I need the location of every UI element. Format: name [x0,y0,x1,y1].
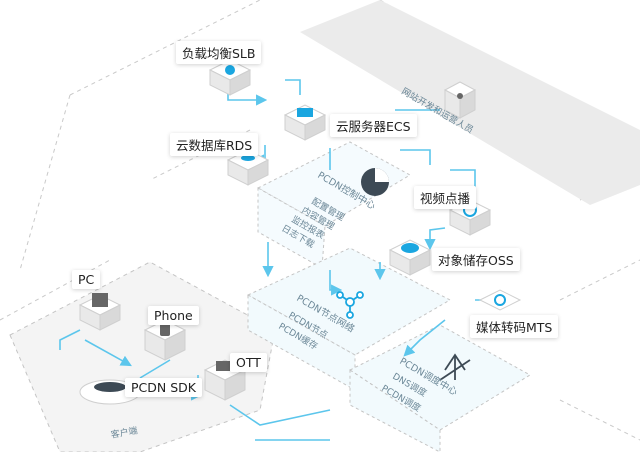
ott-label: OTT [230,353,267,372]
vod-label: 视频点播 [414,186,477,209]
phone-label: Phone [148,306,199,325]
pc-device [78,293,122,331]
rds-label: 云数据库RDS [170,133,259,156]
sdk-label: PCDN SDK [125,378,202,397]
ecs-icon [283,104,327,141]
mts-label: 媒体转码MTS [470,315,559,338]
oss-icon [388,239,432,276]
slb-label: 负载均衡SLB [176,41,262,64]
mts-icon [478,289,522,311]
dispatch-panel [349,324,531,452]
slb-icon [208,59,252,96]
oss-label: 对象储存OSS [432,248,520,271]
control-center-panel [256,141,412,269]
dispatch-icon [439,353,471,381]
client-zone [9,261,276,452]
pc-label: PC [72,270,101,289]
ecs-label: 云服务器ECS [330,114,417,137]
network-node-icon [336,291,364,319]
ops-staff-icon [443,81,477,119]
pie-chart-icon [361,168,389,196]
phone-device [143,318,187,361]
